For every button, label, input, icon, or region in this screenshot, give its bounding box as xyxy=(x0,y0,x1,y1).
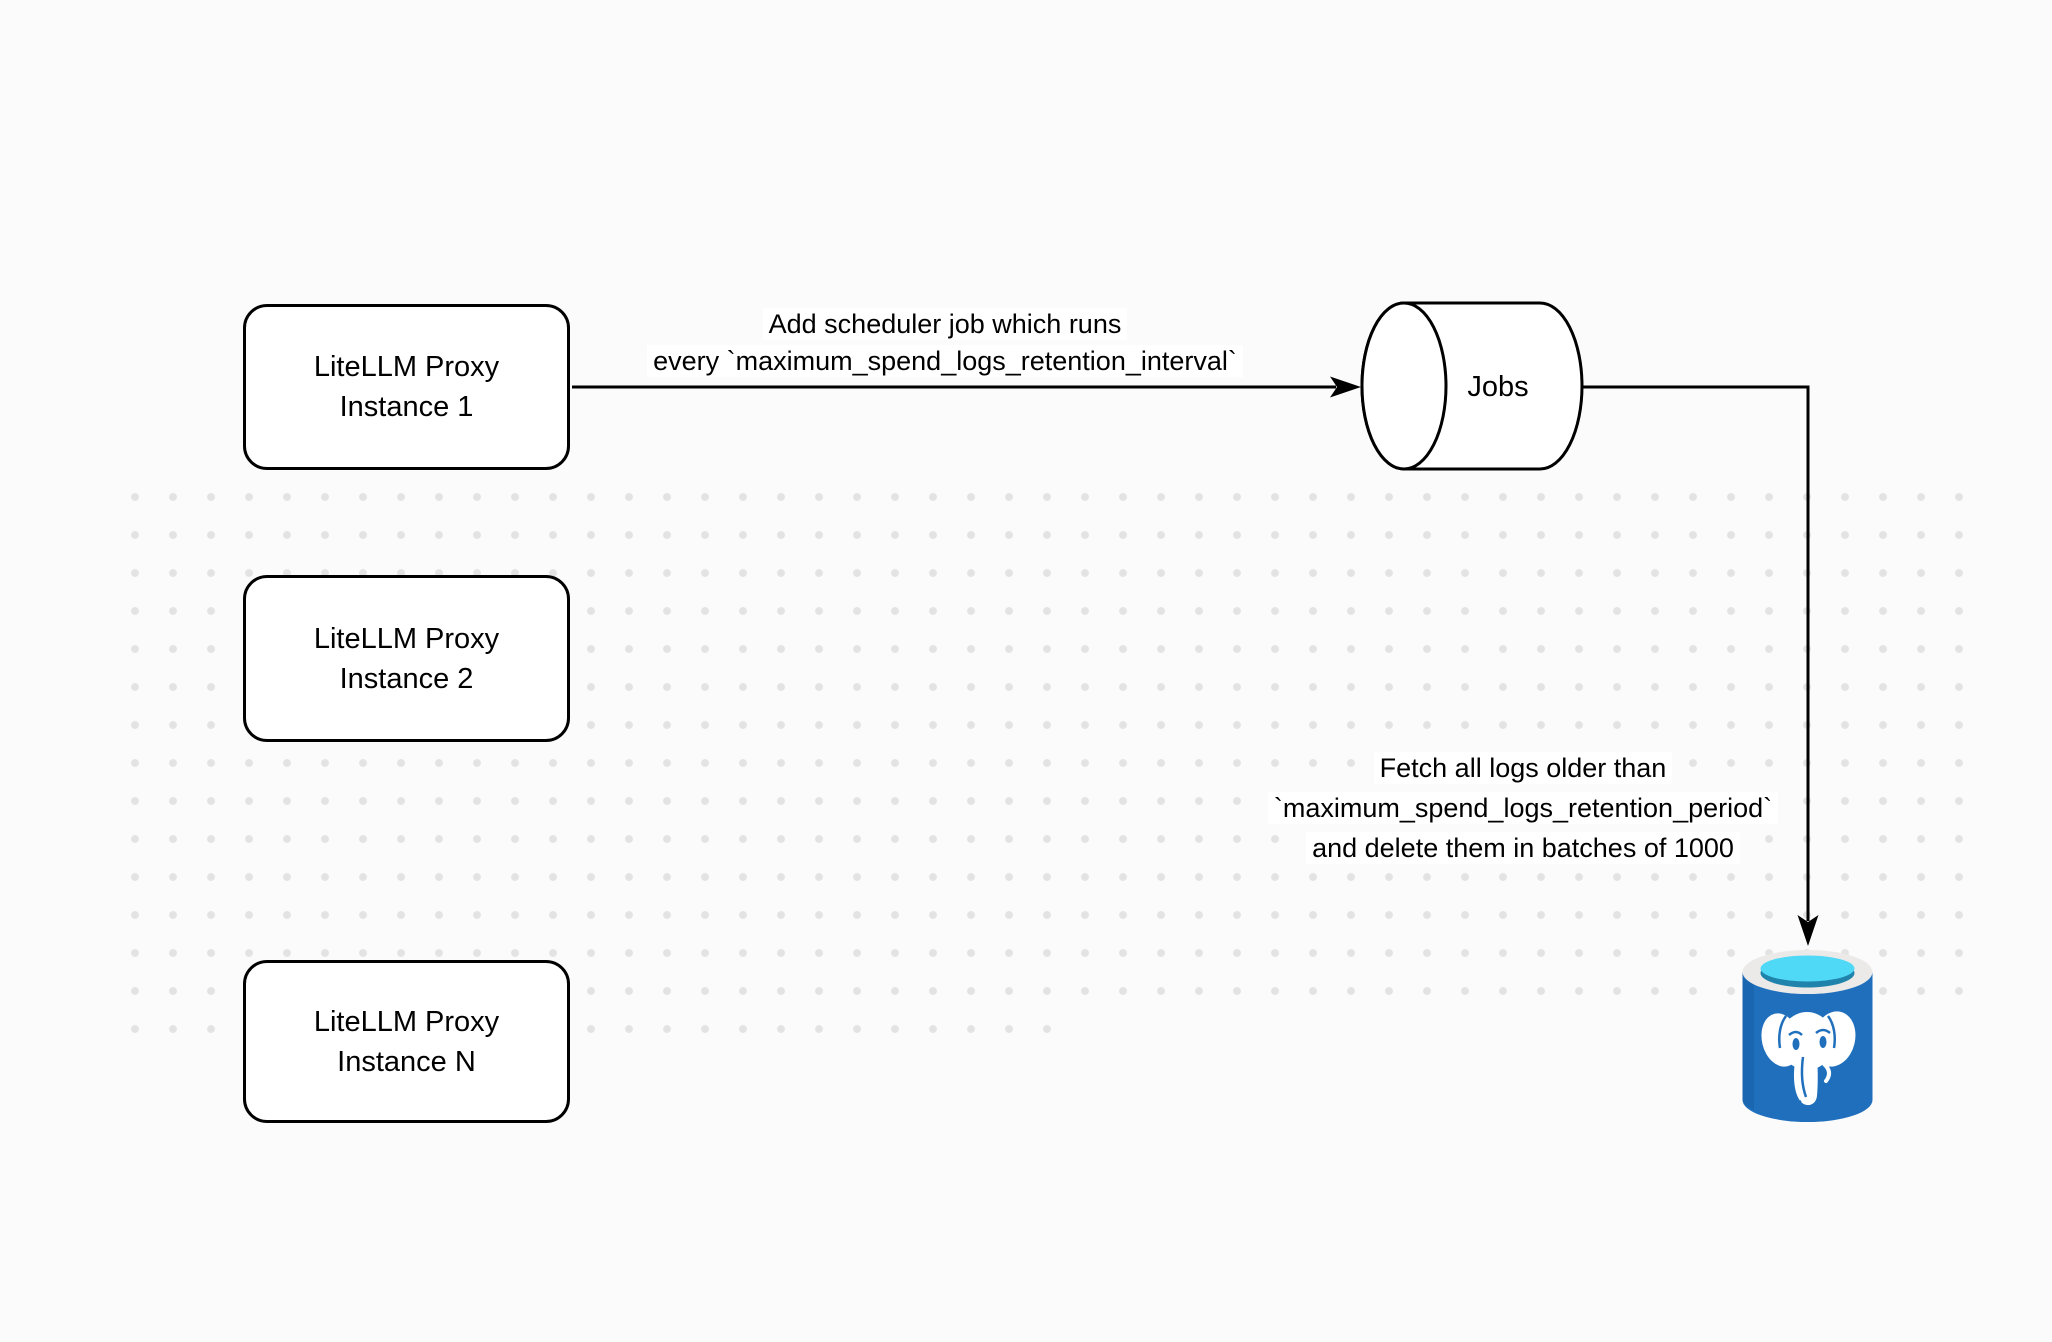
node-jobs-queue-cylinder xyxy=(1360,301,1584,471)
edge-label-scheduler: Add scheduler job which runs every `maxi… xyxy=(615,306,1275,380)
jobs-queue-label: Jobs xyxy=(1467,371,1529,403)
db-water xyxy=(1760,955,1855,982)
node-litellm-proxy-instance-2: LiteLLM Proxy Instance 2 xyxy=(243,575,570,742)
node-litellm-proxy-instance-n: LiteLLM Proxy Instance N xyxy=(243,960,570,1123)
postgres-elephant-logo xyxy=(1761,1011,1856,1106)
postgresql-database-icon xyxy=(1742,950,1873,1122)
cylinder-left-face xyxy=(1360,301,1448,471)
arrowhead-into-jobs xyxy=(1330,376,1361,398)
node-litellm-proxy-instance-1: LiteLLM Proxy Instance 1 xyxy=(243,304,570,470)
edge-label-cleanup: Fetch all logs older than `maximum_spend… xyxy=(1223,748,1823,868)
node-label: LiteLLM Proxy Instance N xyxy=(313,1005,500,1078)
node-label: LiteLLM Proxy Instance 1 xyxy=(313,351,500,423)
db-body-shade xyxy=(1742,972,1754,1110)
node-label: LiteLLM Proxy Instance 2 xyxy=(313,622,500,695)
dot-grid xyxy=(116,478,1978,1010)
